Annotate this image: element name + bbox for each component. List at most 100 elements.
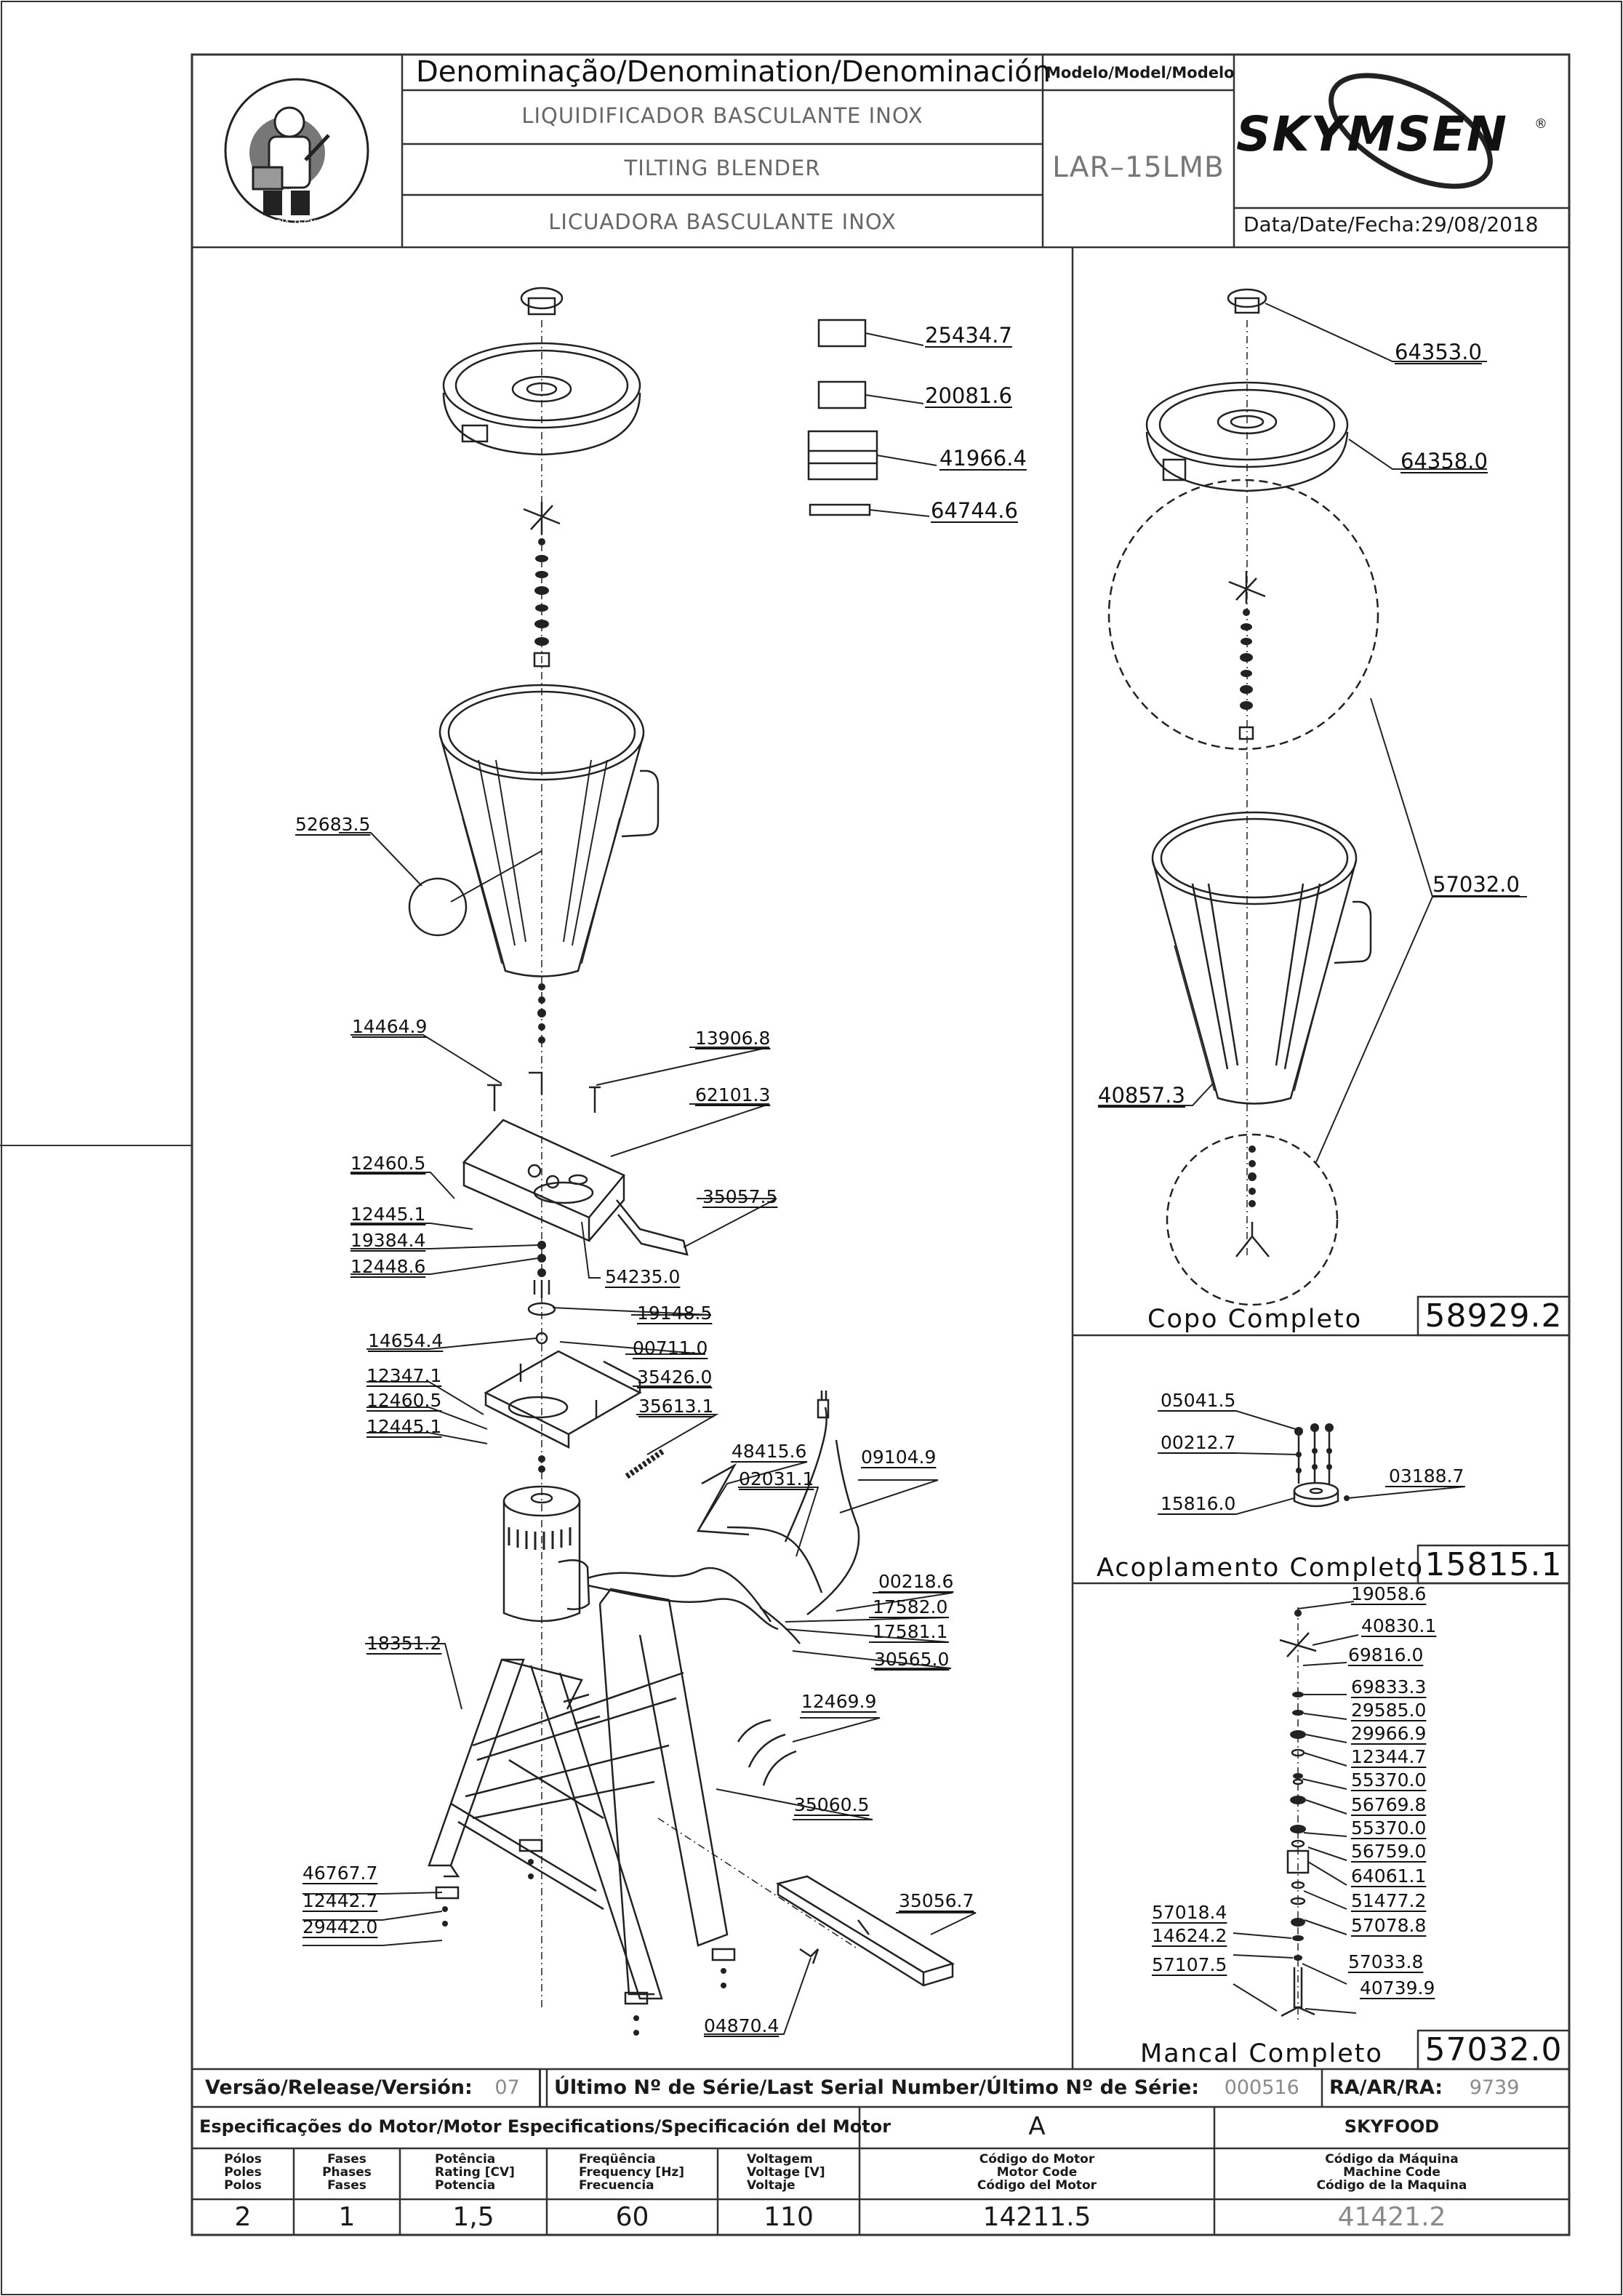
part-label: 40830.1	[1361, 1615, 1437, 1636]
serial-value: 000516	[1224, 2076, 1299, 2099]
footer-divider	[539, 2069, 541, 2107]
part-label: 14624.2	[1152, 1925, 1227, 1946]
date-field: Data/Date/Fecha:29/08/2018	[1243, 212, 1539, 236]
bearing-assembly-view	[1279, 1607, 1317, 2022]
part-label: 55370.0	[1351, 1769, 1427, 1791]
bearing-assembly-code: 57032.0	[1424, 2031, 1563, 2068]
part-label: 48415.6	[732, 1441, 807, 1462]
part-label: 56769.8	[1351, 1794, 1427, 1815]
part-label: 00711.0	[633, 1337, 708, 1359]
date-label: Data/Date/Fecha:	[1243, 212, 1422, 236]
part-label: 62101.3	[695, 1084, 771, 1105]
part-label: 57078.8	[1351, 1915, 1427, 1936]
part-label: 35426.0	[637, 1367, 713, 1388]
part-label: 00212.7	[1161, 1432, 1236, 1453]
part-label: 19148.5	[637, 1303, 713, 1324]
spec-value-frequency: 60	[615, 2202, 649, 2232]
main-exploded-view	[408, 287, 955, 2036]
part-label: 12347.1	[366, 1365, 442, 1386]
cup-assembly-view	[1107, 288, 1379, 1306]
registered-mark: ®	[1534, 116, 1547, 132]
serial-field: Último Nº de Série/Last Serial Number/Úl…	[554, 2076, 1299, 2099]
spec-value-poles: 2	[234, 2202, 252, 2232]
part-label: 57107.5	[1152, 1954, 1227, 1975]
part-label: 05041.5	[1161, 1390, 1236, 1411]
coupling-assembly-title: Acoplamento Completo	[1097, 1553, 1424, 1583]
spec-value-machine-code: 41421.2	[1337, 2202, 1446, 2232]
part-label: 51477.2	[1351, 1890, 1427, 1911]
part-label: 29442.0	[302, 1916, 378, 1937]
part-label: 57032.0	[1432, 872, 1520, 897]
part-label: 13906.8	[695, 1028, 771, 1049]
part-label: 12448.6	[350, 1256, 426, 1277]
part-label: 40739.9	[1360, 1977, 1435, 1999]
part-label: 04870.4	[704, 2015, 780, 2036]
product-name-en: TILTING BLENDER	[624, 156, 821, 180]
part-label: 64358.0	[1400, 449, 1488, 473]
cup-assembly-title: Copo Completo	[1147, 1305, 1363, 1334]
part-label: 29585.0	[1351, 1700, 1427, 1721]
part-label: 57018.4	[1152, 1902, 1227, 1923]
part-label: 12460.5	[366, 1390, 442, 1411]
product-name-es: LICUADORA BASCULANTE INOX	[548, 209, 897, 234]
revision-letter: A	[1028, 2112, 1046, 2141]
authorized-service-seal	[224, 78, 369, 223]
spec-value-phases: 1	[338, 2202, 356, 2232]
coupling-assembly-code: 15815.1	[1424, 1546, 1563, 1583]
part-label: 14464.9	[352, 1016, 428, 1037]
denomination-title: Denominação/Denomination/Denominación	[416, 55, 1051, 89]
part-label: 64061.1	[1351, 1865, 1427, 1887]
ra-field: RA/AR/RA: 9739	[1329, 2076, 1519, 2099]
part-label: 12445.1	[366, 1416, 442, 1437]
part-label: 69833.3	[1351, 1676, 1427, 1697]
part-label: 30565.0	[874, 1649, 950, 1670]
spec-value-rating: 1,5	[452, 2202, 494, 2232]
part-label: 69816.0	[1348, 1644, 1424, 1665]
version-value: 07	[494, 2076, 520, 2099]
part-label: 35056.7	[899, 1890, 974, 1911]
model-code: LAR–15LMB	[1052, 151, 1225, 184]
part-label: 56759.0	[1351, 1841, 1427, 1862]
seal-text: ASSISTÊNCIA TÉCNICA AUTORIZADA	[233, 218, 391, 228]
ra-label: RA/AR/RA:	[1329, 2076, 1443, 2099]
part-label: 15816.0	[1161, 1493, 1236, 1514]
version-field: Versão/Release/Versión: 07	[205, 2076, 520, 2099]
spec-value-motor-code: 14211.5	[982, 2202, 1091, 2232]
part-label: 35057.5	[702, 1186, 778, 1207]
part-label: 17581.1	[873, 1621, 948, 1642]
part-label: 40857.3	[1098, 1083, 1185, 1108]
part-label: 57033.8	[1348, 1951, 1424, 1972]
motor-spec-label: Especificações do Motor/Motor Especifica…	[199, 2116, 891, 2137]
company-name: SKYFOOD	[1344, 2116, 1440, 2137]
part-label: 25434.7	[925, 323, 1012, 348]
coupling-assembly-view	[1293, 1423, 1350, 1508]
part-label: 17582.0	[873, 1596, 948, 1617]
part-label: 54235.0	[605, 1266, 681, 1287]
serial-label: Último Nº de Série/Last Serial Number/Úl…	[554, 2076, 1200, 2099]
product-name-pt: LIQUIDIFICADOR BASCULANTE INOX	[521, 103, 923, 128]
part-label: 00218.6	[878, 1571, 954, 1592]
part-label: 12344.7	[1351, 1746, 1427, 1767]
part-label: 19058.6	[1351, 1583, 1427, 1604]
part-label: 12442.7	[302, 1890, 378, 1911]
part-label: 18351.2	[366, 1633, 442, 1654]
part-label: 46767.7	[302, 1863, 378, 1884]
model-title: Modelo/Model/Modelo	[1046, 64, 1235, 81]
part-label: 12469.9	[801, 1691, 877, 1712]
part-label: 64353.0	[1395, 340, 1482, 364]
part-label: 41966.4	[939, 446, 1027, 471]
ra-value: 9739	[1469, 2076, 1520, 2099]
part-label: 35613.1	[638, 1396, 714, 1417]
part-label: 14654.4	[368, 1330, 444, 1351]
part-label: 03188.7	[1389, 1465, 1464, 1487]
date-value: 29/08/2018	[1421, 212, 1539, 236]
spec-value-voltage: 110	[764, 2202, 814, 2232]
part-label: 52683.5	[295, 814, 371, 835]
